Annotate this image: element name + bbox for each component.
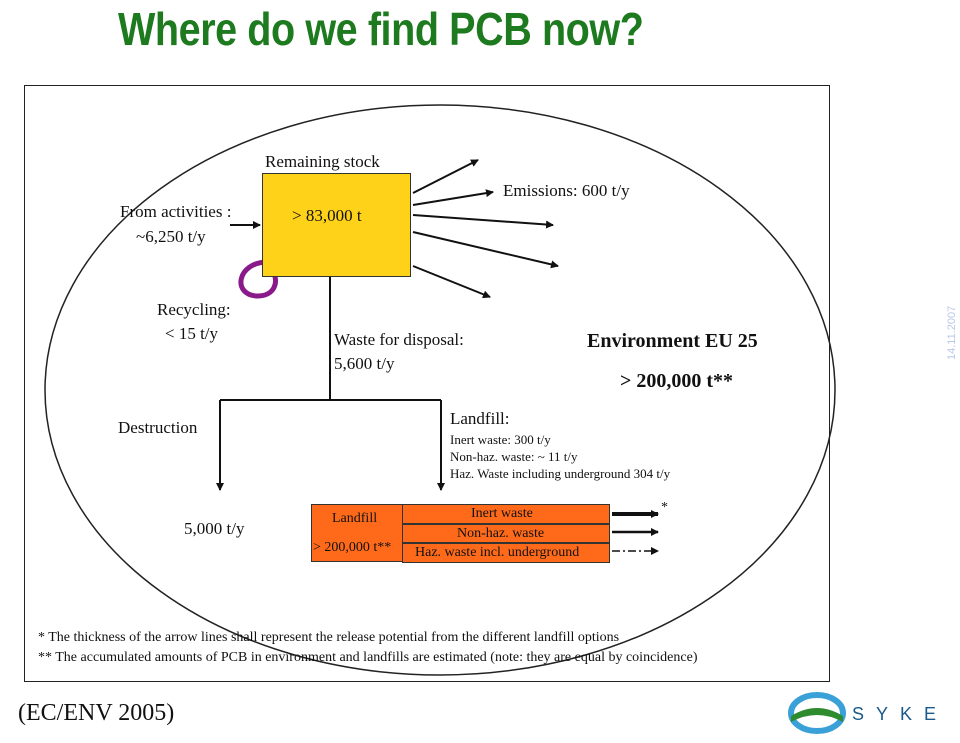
syke-logo-text: SYKE (852, 704, 949, 724)
diagram-panel (24, 85, 830, 682)
source-citation: (EC/ENV 2005) (18, 700, 175, 726)
landfill-type-nonhaz-label: Non-haz. waste (457, 526, 545, 541)
landfill-detail-inert: Inert waste: 300 t/y (450, 432, 551, 447)
landfill-label: Landfill: (450, 409, 510, 428)
landfill-box-title: Landfill (332, 511, 378, 526)
destruction-value: 5,000 t/y (184, 519, 245, 538)
recycling-arrow (238, 259, 279, 299)
landfill-type-haz-label: Haz. waste incl. underground (415, 545, 580, 560)
emissions-label: Emissions: 600 t/y (503, 181, 630, 200)
remaining-stock-label: Remaining stock (265, 152, 380, 171)
landfill-detail-haz: Haz. Waste including underground 304 t/y (450, 466, 671, 481)
recycling-value: < 15 t/y (165, 324, 219, 343)
environment-value: > 200,000 t** (620, 370, 734, 392)
emission-arrows (412, 159, 559, 299)
environment-ellipse (44, 104, 836, 676)
environment-label: Environment EU 25 (587, 330, 758, 352)
arrow-note: * (661, 500, 668, 515)
destruction-label: Destruction (118, 418, 198, 437)
landfill-type-nonhaz: Non-haz. waste (402, 524, 610, 543)
footnote-1: * The thickness of the arrow lines shall… (38, 630, 620, 645)
recycling-label: Recycling: (157, 300, 231, 319)
landfill-type-inert: Inert waste (402, 504, 610, 524)
from-activities-label: From activities : (120, 202, 232, 221)
landfill-type-inert-label: Inert waste (471, 506, 533, 521)
stock-box: > 83,000 t (262, 173, 411, 277)
from-activities-value: ~6,250 t/y (136, 227, 206, 246)
landfill-type-haz: Haz. waste incl. underground (402, 543, 610, 563)
landfill-box: Landfill > 200,000 t** (311, 504, 403, 562)
waste-disposal-label: Waste for disposal: (334, 330, 464, 349)
disposal-lines (216, 277, 445, 491)
landfill-detail-nonhaz: Non-haz. waste: ~ 11 t/y (450, 449, 578, 464)
stock-value: > 83,000 t (292, 206, 362, 225)
landfill-box-value: > 200,000 t** (313, 540, 392, 555)
waste-disposal-value: 5,600 t/y (334, 354, 395, 373)
page-title: Where do we find PCB now? (118, 3, 644, 55)
footnote-2: ** The accumulated amounts of PCB in env… (38, 650, 698, 665)
